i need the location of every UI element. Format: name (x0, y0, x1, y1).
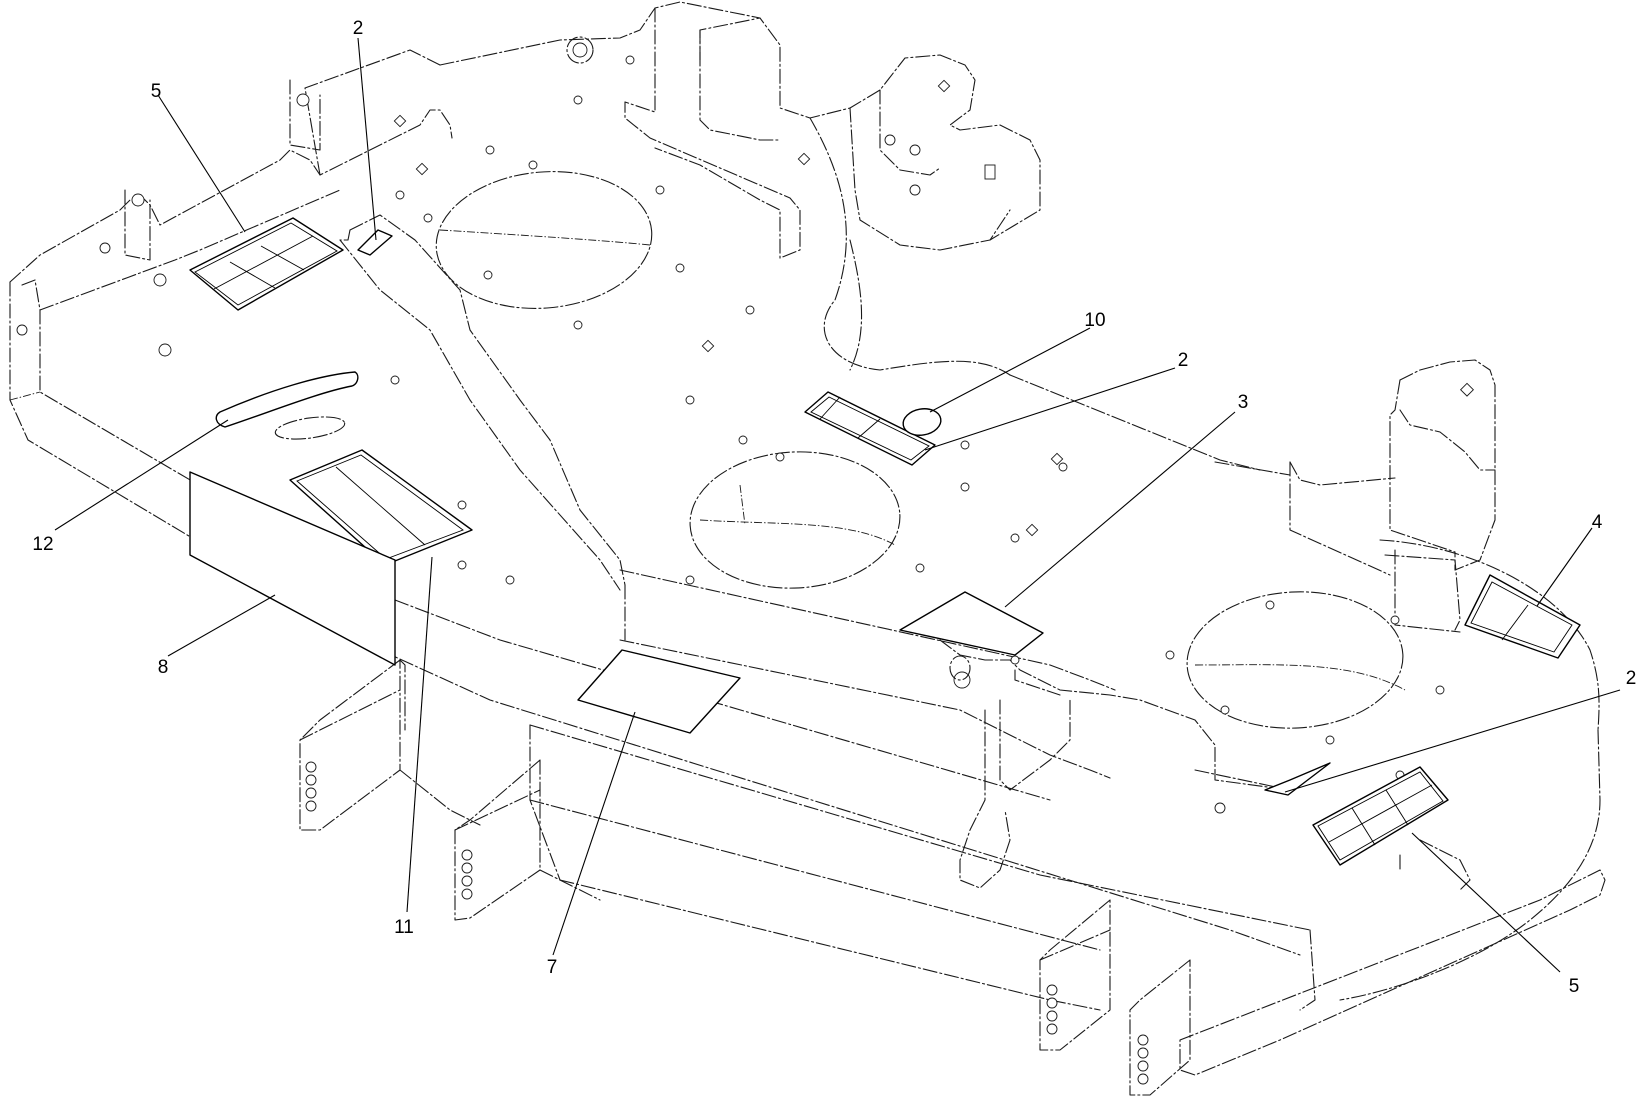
decal-2-right (1264, 762, 1331, 796)
decal-11 (289, 449, 473, 566)
callout-5-right: 5 (1569, 976, 1580, 997)
decal-5-right (1312, 766, 1449, 866)
decal-10 (902, 408, 942, 436)
callout-10: 10 (1084, 310, 1105, 331)
callout-labels: 5 2 10 2 3 4 12 8 11 7 2 5 (32, 18, 1636, 997)
callout-2-top: 2 (353, 18, 364, 39)
callout-12: 12 (32, 534, 53, 555)
callout-8: 8 (158, 657, 169, 678)
decal-7 (577, 649, 741, 734)
decals (189, 217, 1581, 866)
deck-holes (390, 55, 1445, 780)
callout-3: 3 (1238, 392, 1249, 413)
deck-square-holes (393, 79, 1475, 537)
mower-deck-outline (9, 1, 1606, 1096)
bracket-holes (305, 761, 1149, 1085)
decal-5-left (189, 217, 344, 311)
callout-11: 11 (394, 917, 414, 938)
decal-3 (899, 591, 1044, 656)
decal-4 (1464, 574, 1581, 659)
leader-lines (54, 37, 1621, 973)
decal-2-top (357, 229, 393, 256)
decal-12 (215, 371, 359, 428)
callout-2-center: 2 (1178, 350, 1189, 371)
callout-7: 7 (547, 957, 558, 978)
callout-4: 4 (1592, 512, 1603, 533)
callout-2-right: 2 (1626, 668, 1637, 689)
decal-8 (189, 471, 396, 666)
callout-5-left: 5 (151, 81, 162, 102)
decal-2-center (804, 391, 936, 466)
